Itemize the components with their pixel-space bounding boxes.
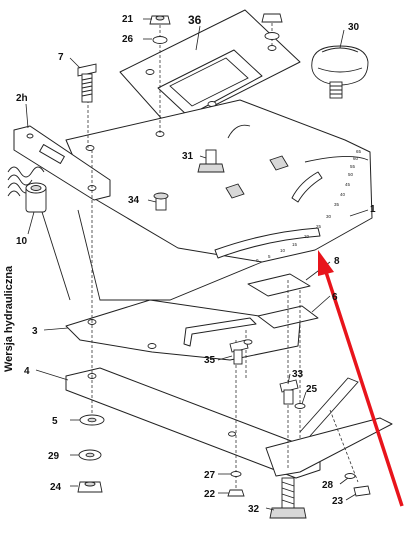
scale-mark: 5 (268, 254, 271, 259)
scale-mark: 30 (326, 214, 332, 219)
label-24: 24 (50, 482, 62, 493)
label-21: 21 (122, 14, 134, 25)
label-35: 35 (204, 355, 216, 366)
scale-mark: 25 (316, 224, 322, 229)
washer-27 (230, 471, 242, 477)
red-arrow (318, 250, 404, 507)
runner-blade (265, 377, 393, 477)
bushing (25, 182, 47, 213)
label-10: 10 (16, 236, 28, 247)
scale-mark: 45 (345, 182, 351, 187)
scale-mark: 50 (348, 172, 354, 177)
guide-plate (65, 299, 301, 361)
nut-23 (353, 485, 371, 497)
nut-24 (77, 481, 103, 493)
washer-28 (344, 473, 356, 479)
label-22: 22 (204, 489, 216, 500)
nut-21 (149, 15, 171, 25)
label-29: 29 (48, 451, 60, 462)
label-32: 32 (248, 504, 260, 515)
label-23: 23 (332, 496, 344, 507)
scale-mark: 55 (350, 164, 356, 169)
label-25: 25 (306, 384, 318, 395)
scale-mark: 40 (340, 192, 346, 197)
label-34: 34 (128, 195, 140, 206)
bolt-35 (229, 339, 249, 365)
washer-top-right (264, 32, 280, 40)
small-washer (243, 339, 253, 345)
washer-25 (294, 403, 306, 409)
main-cover-plate (65, 99, 373, 263)
scale-mark: 60 (353, 156, 359, 161)
nut-top-right (261, 13, 283, 23)
top-plate (119, 9, 301, 129)
label-2h: 2h (16, 93, 28, 104)
side-caption: Wersja hydrauliczna (3, 265, 15, 372)
bolt-32 (269, 477, 307, 519)
angle-scale: 0 5 10 15 20 25 30 35 40 45 50 55 60 65 (256, 149, 369, 263)
label-7: 7 (58, 52, 64, 63)
hinge-bracket (13, 125, 111, 201)
label-26: 26 (122, 34, 134, 45)
knob-30 (311, 45, 369, 99)
label-28: 28 (322, 480, 334, 491)
scale-mark: 15 (292, 242, 298, 247)
slide-pad-upper (247, 273, 311, 297)
washer-26 (152, 36, 168, 44)
label-33: 33 (292, 369, 304, 380)
scale-mark: 20 (304, 234, 310, 239)
scale-mark: 0 (256, 258, 259, 263)
label-4: 4 (24, 366, 30, 377)
label-31: 31 (182, 151, 194, 162)
label-5: 5 (52, 416, 58, 427)
label-1: 1 (370, 204, 376, 215)
label-36: 36 (188, 13, 202, 27)
bolt-31 (197, 149, 225, 173)
nut-22 (227, 489, 245, 497)
label-30: 30 (348, 22, 360, 33)
bolt-7 (77, 63, 97, 103)
scale-mark: 10 (280, 248, 286, 253)
label-3: 3 (32, 326, 38, 337)
base-plate (65, 367, 321, 479)
label-8: 8 (334, 256, 340, 267)
scale-mark: 35 (334, 202, 340, 207)
screw-34 (153, 192, 169, 211)
label-6: 6 (332, 292, 338, 303)
label-27: 27 (204, 470, 216, 481)
scale-mark: 65 (356, 149, 362, 154)
bolt-33 (279, 379, 299, 405)
